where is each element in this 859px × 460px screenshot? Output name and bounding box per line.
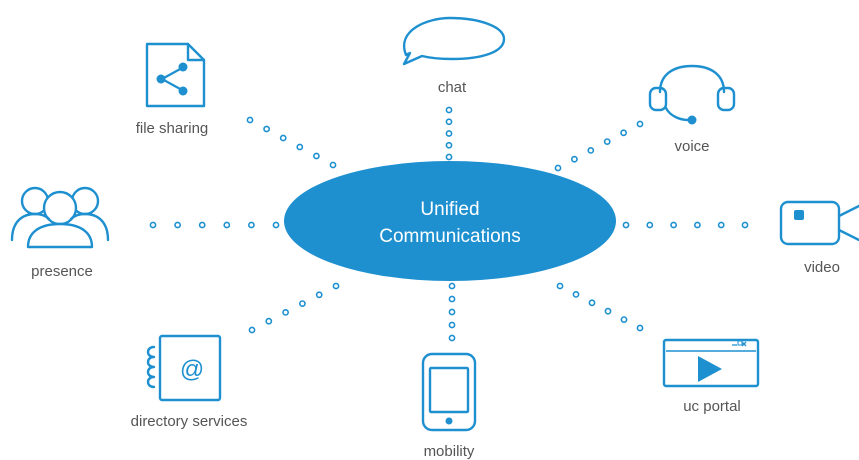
connector-dot-uc-portal — [604, 307, 612, 315]
address-book-icon: @ — [146, 334, 222, 402]
connector-dot-file-sharing — [329, 161, 337, 169]
connector-dot-uc-portal — [556, 282, 564, 290]
connector-dot-video — [622, 221, 630, 229]
node-chat: chat — [402, 16, 506, 96]
chat-label: chat — [438, 79, 467, 96]
directory-services-label: directory services — [131, 413, 248, 430]
uc-portal-label: uc portal — [683, 398, 741, 415]
connector-dot-chat — [445, 141, 453, 149]
connector-dot-file-sharing — [279, 134, 287, 142]
connector-dot-video — [694, 221, 701, 229]
voice-label: voice — [674, 138, 709, 155]
play-window-icon — [662, 338, 760, 388]
connector-dot-uc-portal — [572, 290, 580, 298]
connector-dot-voice — [554, 164, 562, 172]
connector-dot-voice — [603, 138, 611, 145]
connector-dot-presence — [198, 221, 206, 229]
connector-dot-mobility — [448, 321, 456, 329]
connector-dot-uc-portal — [588, 299, 596, 307]
node-file-sharing: file sharing — [136, 42, 209, 137]
people-group-icon — [10, 186, 110, 249]
center-node: Unified Communications — [284, 161, 616, 281]
presence-label: presence — [31, 263, 93, 280]
connector-dot-video — [646, 221, 654, 229]
connector-dot-chat — [445, 118, 453, 126]
node-video: video — [779, 200, 859, 276]
svg-text:@: @ — [180, 356, 204, 383]
connector-dot-directory-services — [282, 308, 289, 316]
connector-dot-file-sharing — [296, 143, 304, 151]
node-uc-portal: uc portal — [662, 338, 760, 415]
node-mobility: mobility — [421, 352, 477, 460]
headset-icon — [648, 64, 736, 125]
connector-dot-directory-services — [298, 300, 306, 307]
node-presence: presence — [10, 186, 110, 280]
shared-file-icon — [145, 42, 206, 108]
node-directory-services: @ directory services — [131, 334, 248, 430]
center-ellipse — [284, 161, 616, 281]
connector-dot-file-sharing — [246, 116, 254, 124]
speech-bubble-icon — [402, 16, 506, 66]
connector-dot-video — [670, 221, 677, 229]
connector-dot-presence — [247, 221, 255, 229]
connector-dot-voice — [620, 129, 627, 137]
video-label: video — [804, 259, 840, 276]
connector-dot-chat — [445, 153, 453, 161]
center-title-line1: Unified — [420, 199, 479, 220]
connector-dot-mobility — [448, 308, 456, 316]
connector-dot-voice — [571, 155, 578, 163]
connector-dot-presence — [174, 221, 181, 229]
connector-dot-presence — [223, 221, 231, 229]
connector-dot-uc-portal — [636, 324, 644, 332]
smartphone-icon — [421, 352, 477, 432]
connector-dot-uc-portal — [620, 316, 628, 323]
connector-dot-presence — [149, 221, 157, 229]
connector-dot-directory-services — [265, 317, 273, 325]
connector-dot-mobility — [448, 334, 456, 342]
connector-dot-directory-services — [315, 291, 323, 299]
connector-dot-mobility — [448, 295, 456, 303]
connector-dot-voice — [636, 120, 644, 128]
connectors — [149, 106, 749, 342]
connector-dot-presence — [272, 221, 280, 229]
video-camera-icon — [779, 200, 859, 246]
connector-dot-voice — [587, 146, 595, 154]
connector-dot-chat — [445, 106, 453, 114]
connector-dot-chat — [445, 130, 453, 137]
connector-dot-video — [741, 221, 749, 229]
file-sharing-label: file sharing — [136, 120, 209, 137]
mobility-label: mobility — [424, 443, 475, 460]
center-title-line2: Communications — [379, 226, 521, 247]
connector-dot-video — [717, 221, 725, 229]
connector-dot-file-sharing — [263, 125, 270, 133]
connector-dot-file-sharing — [312, 152, 320, 160]
node-voice: voice — [648, 64, 736, 155]
connector-dot-directory-services — [332, 282, 340, 290]
connector-dot-mobility — [448, 282, 456, 290]
connector-dot-directory-services — [248, 326, 256, 334]
